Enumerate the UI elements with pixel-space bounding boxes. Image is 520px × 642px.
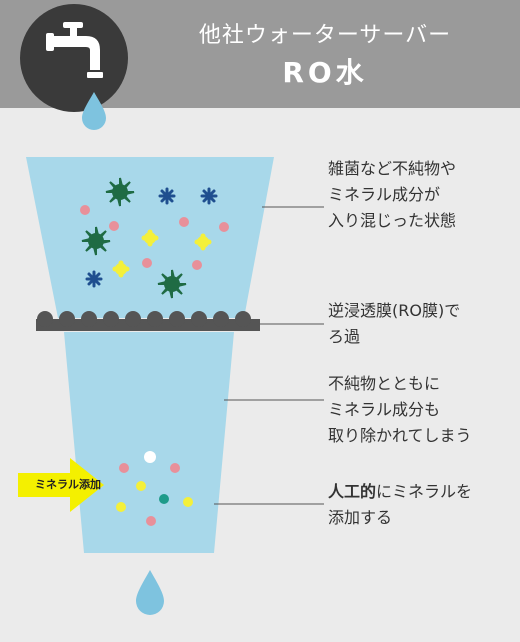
arrow-right-icon: [18, 458, 104, 512]
label-line: 添加する: [328, 508, 393, 527]
label-line: 取り除かれてしまう: [328, 426, 472, 445]
mineral-dot: [192, 260, 202, 270]
lower-funnel: [64, 332, 234, 553]
label-text: にミネラルを: [376, 482, 473, 501]
label-line: ミネラル成分が: [328, 185, 441, 204]
mineral-dot: [170, 463, 180, 473]
germ-icon: [157, 269, 187, 299]
header-title: 他社ウォーターサーバー: [198, 23, 452, 48]
label-line: 逆浸透膜(RO膜)で: [328, 301, 461, 320]
mineral-dot: [136, 481, 146, 491]
label-line: 雑菌など不純物や: [328, 159, 457, 178]
mineral-dot: [219, 222, 229, 232]
mineral-dot: [116, 502, 126, 512]
mineral-dot: [179, 217, 189, 227]
label-added: 人工的にミネラルを 添加する: [328, 479, 472, 531]
germ-icon: [81, 226, 111, 256]
bacteria-icon: [85, 270, 103, 288]
label-line: 入り混じった状態: [328, 211, 457, 230]
mineral-dot: [144, 451, 156, 463]
faucet-icon: [46, 22, 103, 78]
mineral-dot: [80, 205, 90, 215]
label-mixed-state: 雑菌など不純物や ミネラル成分が 入り混じった状態: [328, 156, 456, 234]
bacteria-icon: [200, 187, 218, 205]
germ-icon: [105, 177, 135, 207]
label-line: 人工的にミネラルを: [328, 479, 472, 505]
label-line: ミネラル成分も: [328, 400, 441, 419]
mineral-dot: [159, 494, 169, 504]
mineral-dot: [183, 497, 193, 507]
mineral-dot: [109, 221, 119, 231]
mineral-splat: [141, 229, 159, 247]
mineral-splat: [112, 260, 130, 278]
label-removed: 不純物とともに ミネラル成分も 取り除かれてしまう: [328, 371, 472, 449]
label-ro-filter: 逆浸透膜(RO膜)で ろ過: [328, 298, 460, 350]
mineral-dot: [146, 516, 156, 526]
arrow-label: ミネラル添加: [35, 478, 101, 491]
water-drop-bottom-icon: [136, 570, 164, 615]
header-subtitle: RO水: [282, 56, 368, 89]
ro-membrane: [36, 311, 260, 331]
bacteria-icon: [158, 187, 176, 205]
label-line: ろ過: [328, 327, 361, 346]
mineral-splat: [194, 233, 212, 251]
mineral-dot: [119, 463, 129, 473]
label-emphasis: 人工的: [328, 482, 377, 501]
water-drop-icon: [82, 92, 106, 130]
label-line: 不純物とともに: [328, 374, 441, 393]
mineral-dot: [142, 258, 152, 268]
